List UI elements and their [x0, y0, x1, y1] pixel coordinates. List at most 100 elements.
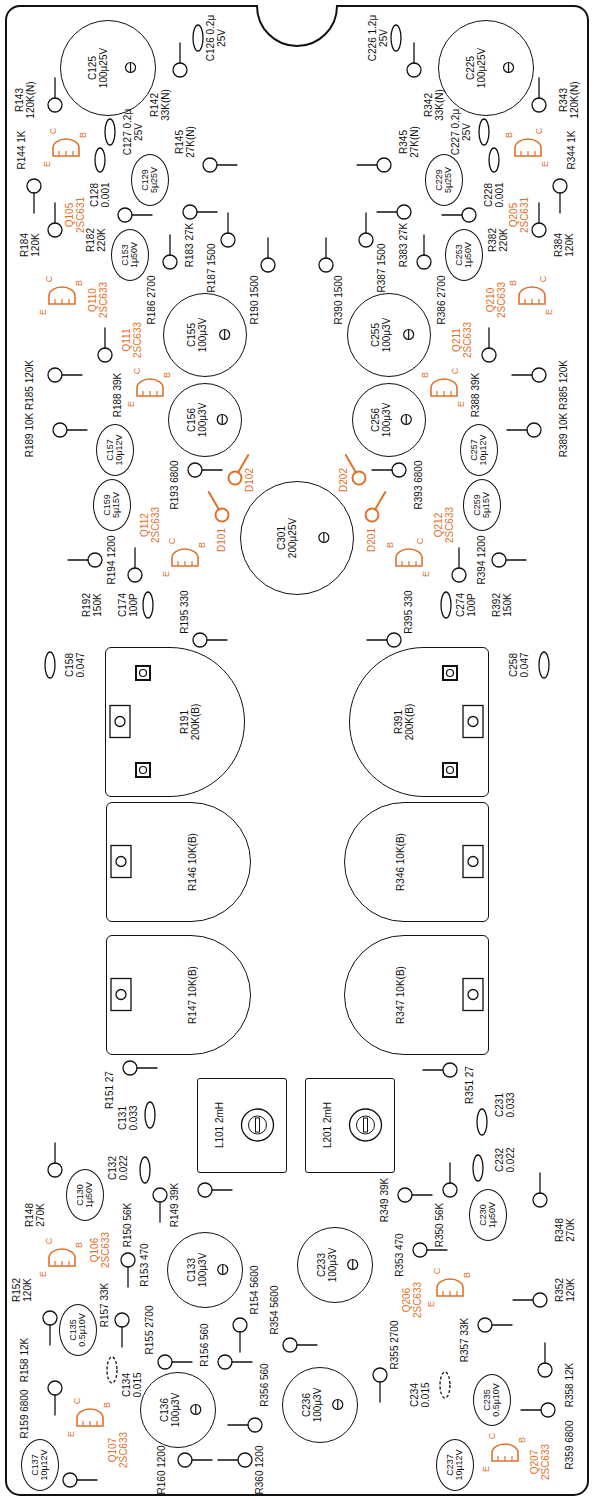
capacitor-oval: C229 5μ25V	[425, 154, 463, 206]
pin-letter: C	[133, 368, 142, 375]
resistor-symbol	[373, 1368, 387, 1382]
component-label: R195 330	[180, 590, 191, 633]
component-label: R356 560	[260, 1363, 271, 1406]
component-label: R184 120K	[20, 221, 41, 269]
resistor-symbol	[178, 1453, 192, 1467]
polarity-mark	[352, 1260, 353, 1270]
component-label: R153 470	[140, 1243, 151, 1286]
resistor-symbol	[128, 568, 142, 582]
transistor-pin	[96, 1421, 97, 1426]
transistor-pin	[61, 1261, 62, 1266]
resistor-symbol	[173, 63, 187, 77]
potentiometer-outline: R346 10K(B)	[344, 802, 489, 922]
resistor-lead	[54, 1395, 55, 1415]
pin-letter: E	[43, 161, 52, 167]
polarity-mark	[319, 533, 329, 543]
resistor-lead	[367, 639, 387, 640]
resistor-symbol	[48, 223, 62, 237]
pot-terminal	[468, 717, 478, 727]
component-label: C131 0.033	[118, 1094, 139, 1142]
part-detail	[106, 648, 246, 798]
part-detail	[107, 936, 252, 1056]
transistor-symbol	[53, 139, 79, 156]
resistor-lead	[49, 1325, 50, 1345]
component-label: C137 10μ12V	[30, 1445, 49, 1485]
component-label: R193 6800	[170, 461, 181, 510]
transistor-pin	[524, 299, 525, 304]
pin-letter: B	[386, 542, 395, 548]
resistor-lead	[159, 1202, 160, 1222]
transistor-label: Q211 2SC633	[452, 319, 473, 361]
transistor-label: Q210 2SC633	[486, 279, 507, 321]
resistor-symbol	[417, 255, 431, 269]
pin-letter: C	[535, 128, 544, 135]
pot-terminal	[468, 990, 478, 1000]
capacitor-oval: C137 10μ12V	[21, 1439, 59, 1491]
transistor-pin	[184, 561, 185, 566]
part-detail	[345, 936, 490, 1056]
polarity-mark	[348, 1260, 358, 1270]
polarity-mark	[408, 330, 409, 340]
resistor-symbol	[183, 205, 197, 219]
component-label: R395 330	[404, 590, 415, 633]
resistor-lead	[325, 238, 326, 258]
resistor-symbol	[43, 1311, 57, 1325]
resistor-lead	[127, 1267, 128, 1287]
resistor-lead	[239, 1332, 240, 1352]
pot-terminal	[443, 763, 457, 777]
inductor-core	[357, 1116, 375, 1134]
capacitor-circle: C156 100μ3V	[168, 383, 242, 457]
component-label: R347 10K(B)	[395, 964, 406, 1026]
capacitor-symbol	[143, 592, 153, 618]
component-label: R149 39K	[170, 1183, 181, 1227]
component-label: R183 27K	[185, 221, 196, 269]
diode-label: D201	[367, 528, 378, 552]
capacitor-circle: C125 100μ25V	[60, 20, 156, 116]
polarity-mark	[508, 63, 509, 73]
resistor-symbol	[121, 1253, 135, 1267]
polarity-mark	[191, 1405, 201, 1415]
pin-letter: B	[505, 132, 514, 138]
potentiometer-outline: R147 10K(B)	[106, 935, 251, 1055]
resistor-lead	[423, 235, 424, 255]
transistor-symbol	[515, 139, 541, 156]
component-label: R352 120K	[555, 1266, 576, 1314]
component-label: R383 27K	[399, 221, 410, 269]
component-label: R150 56K	[123, 1203, 134, 1247]
transistor-pin	[72, 151, 73, 156]
resistor-lead	[227, 213, 228, 233]
capacitor-symbol	[539, 652, 549, 678]
component-label: R145 27K(N)	[175, 118, 196, 166]
transistor-pin	[82, 1421, 83, 1426]
component-label: C225 100μ25V	[465, 42, 486, 94]
component-label: R348 270K	[555, 1206, 576, 1254]
component-label: R160 1200	[157, 1446, 168, 1495]
component-label: R353 470	[395, 1233, 406, 1276]
component-label: C135 0.5μ10V	[68, 1310, 87, 1350]
transistor-symbol	[49, 1249, 75, 1266]
potentiometer-outline: R146 10K(B)	[106, 802, 251, 922]
transistor-pin	[177, 561, 178, 566]
resistor-lead	[67, 429, 87, 430]
resistor-lead	[202, 469, 222, 470]
resistor-lead	[544, 1343, 545, 1363]
component-label: R393 6800	[414, 461, 425, 510]
capacitor-oval: C153 1μ50V	[111, 229, 149, 281]
transistor-label: Q205 2SC631	[509, 194, 530, 236]
resistor-symbol	[538, 1363, 552, 1377]
inductor-box: L201 2mH	[305, 1078, 395, 1173]
resistor-symbol	[541, 1403, 555, 1417]
resistor-lead	[297, 1344, 317, 1345]
resistor-symbol	[398, 1188, 412, 1202]
inductor-core	[350, 1109, 382, 1141]
resistor-symbol	[218, 1355, 232, 1369]
component-label: R159 6800	[20, 1390, 31, 1439]
resistor-symbol	[407, 63, 421, 77]
transistor-pin	[401, 561, 402, 566]
capacitor-circle: C225 100μ25V	[438, 20, 534, 116]
inductor-core	[249, 1116, 267, 1134]
resistor-lead	[538, 78, 539, 98]
transistor-symbol	[396, 549, 422, 566]
component-label: R152 120K	[12, 1266, 33, 1314]
